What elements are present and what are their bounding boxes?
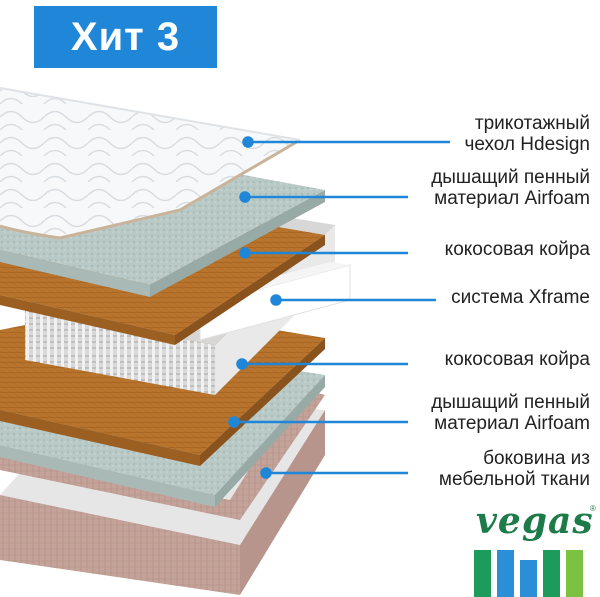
label-fabric-side: боковина из мебельной ткани <box>439 448 590 490</box>
product-title: Хит 3 <box>70 14 181 59</box>
label-line: кокосовая койра <box>444 349 590 370</box>
brand-logo-bars <box>474 550 583 597</box>
label-lower-coir: кокосовая койра <box>445 349 590 370</box>
registered-mark: ® <box>590 504 596 513</box>
product-title-badge: Хит 3 <box>34 6 217 68</box>
brand-logo: vegas <box>476 500 594 542</box>
label-line: боковина из <box>483 448 590 469</box>
leader-lines <box>228 136 450 479</box>
label-line: дышащий пенный <box>431 167 590 188</box>
label-line: чехол Hdesign <box>464 134 590 155</box>
label-line: кокосовая койра <box>444 239 590 260</box>
label-line: система Xframe <box>451 287 590 308</box>
label-line: материал Airfoam <box>434 413 590 434</box>
label-upper-coir: кокосовая койра <box>445 239 590 260</box>
label-xframe: система Xframe <box>451 287 590 308</box>
knit-cover-layer <box>0 87 301 240</box>
label-line: дышащий пенный <box>431 392 590 413</box>
label-lower-foam: дышащий пенный материал Airfoam <box>431 392 590 434</box>
label-line: материал Airfoam <box>434 188 590 209</box>
label-upper-foam: дышащий пенный материал Airfoam <box>431 167 590 209</box>
label-knit-cover: трикотажный чехол Hdesign <box>464 113 590 155</box>
label-line: трикотажный <box>474 113 590 134</box>
label-line: мебельной ткани <box>438 469 590 490</box>
